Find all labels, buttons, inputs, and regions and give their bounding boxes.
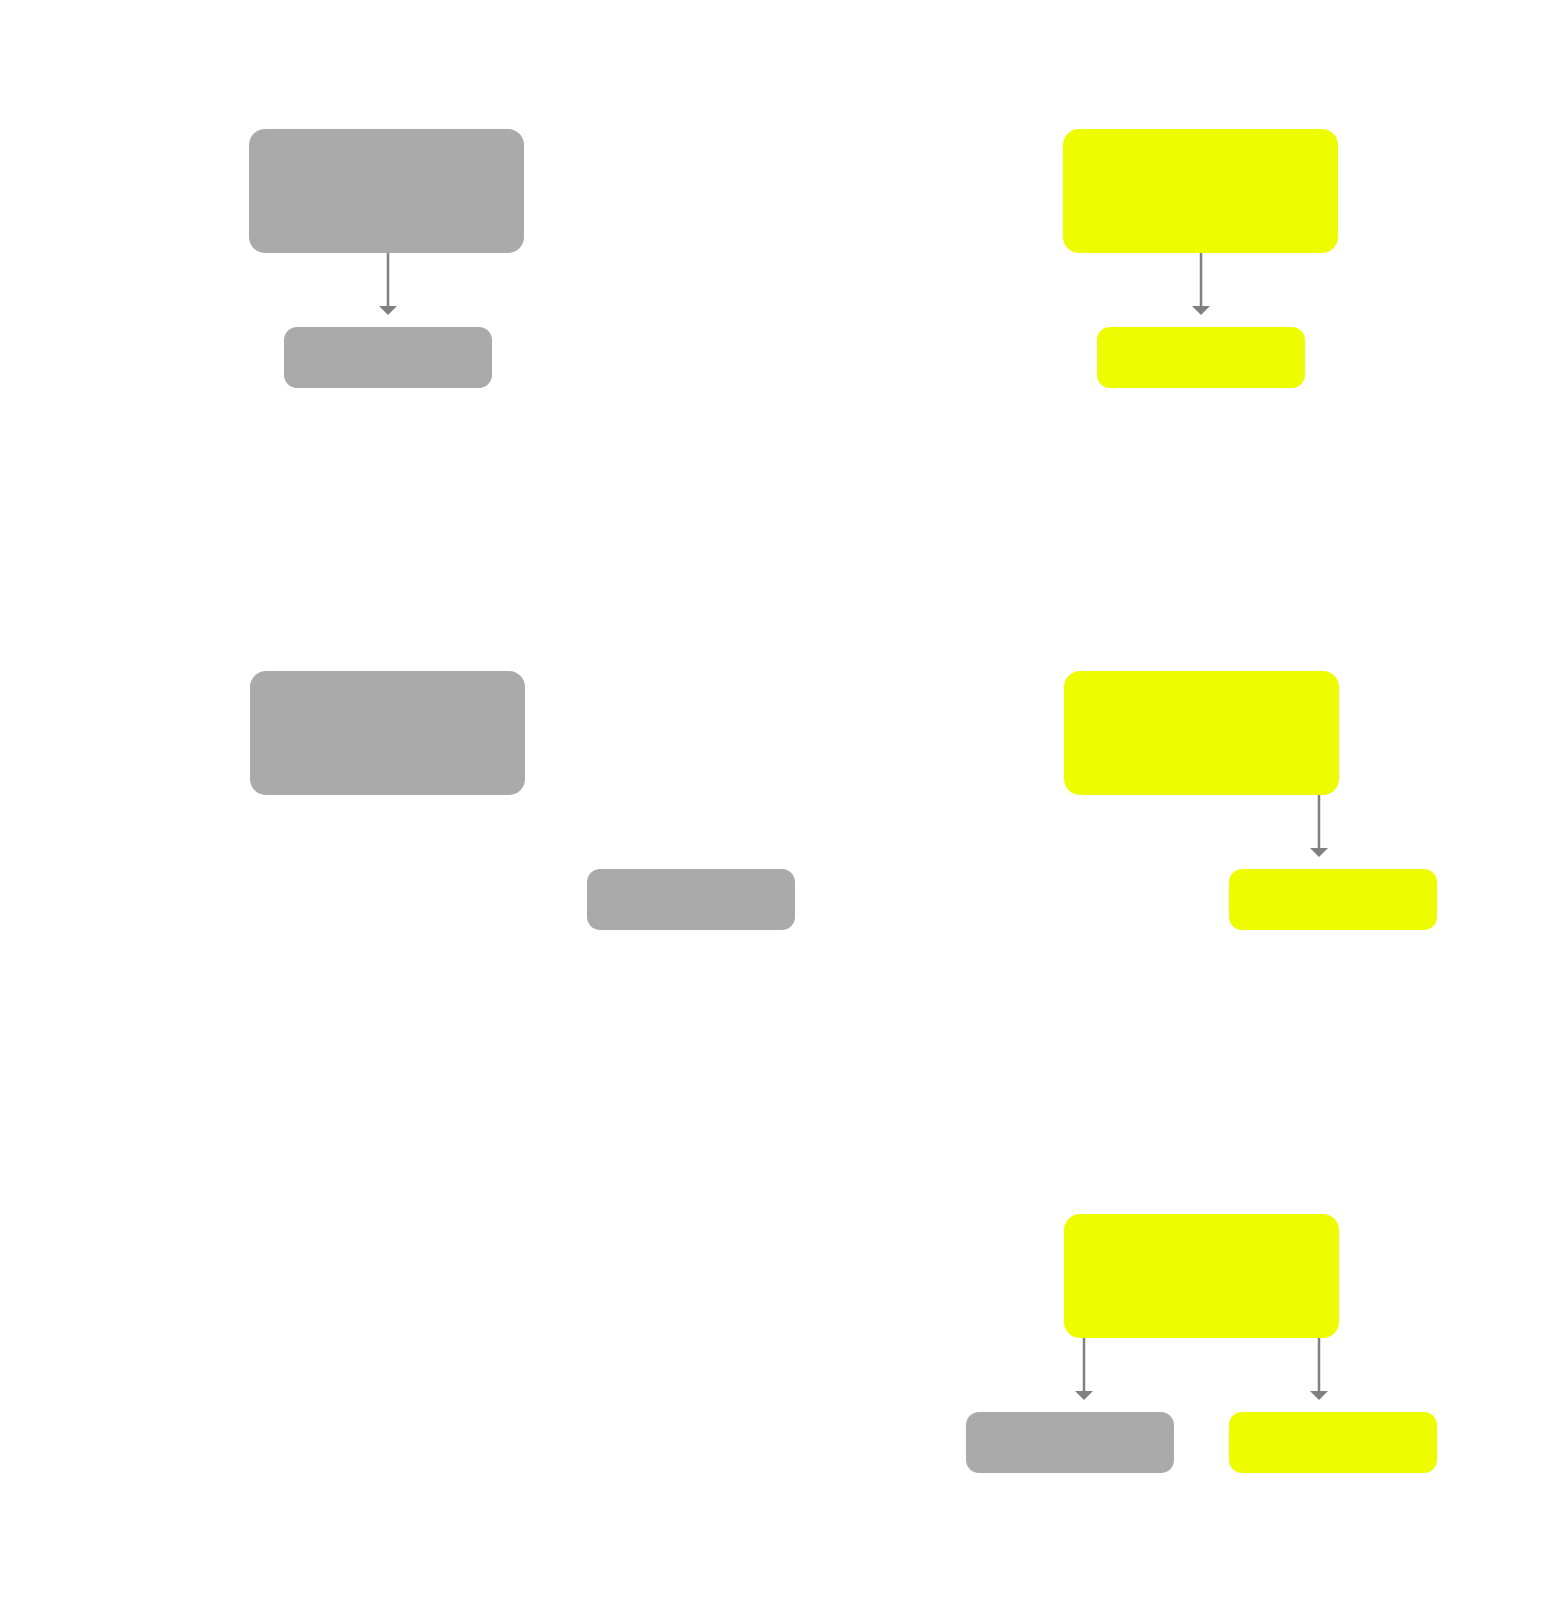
d4-parent-node <box>1064 671 1339 795</box>
arrowhead-icon <box>1075 1391 1093 1400</box>
d2-child-node <box>1097 327 1305 388</box>
d3-child-node <box>587 869 795 930</box>
d5-child-right-node <box>1229 1412 1437 1473</box>
d5-parent-node <box>1064 1214 1339 1338</box>
d1-child-node <box>284 327 492 388</box>
d3-parent-node <box>250 671 525 795</box>
arrowhead-icon <box>1310 1391 1328 1400</box>
arrowhead-icon <box>1192 306 1210 315</box>
d5-child-left-node <box>966 1412 1174 1473</box>
d2-parent-node <box>1063 129 1338 253</box>
arrowhead-icon <box>1310 848 1328 857</box>
d4-child-node <box>1229 869 1437 930</box>
d1-parent-node <box>249 129 524 253</box>
arrowhead-icon <box>379 306 397 315</box>
